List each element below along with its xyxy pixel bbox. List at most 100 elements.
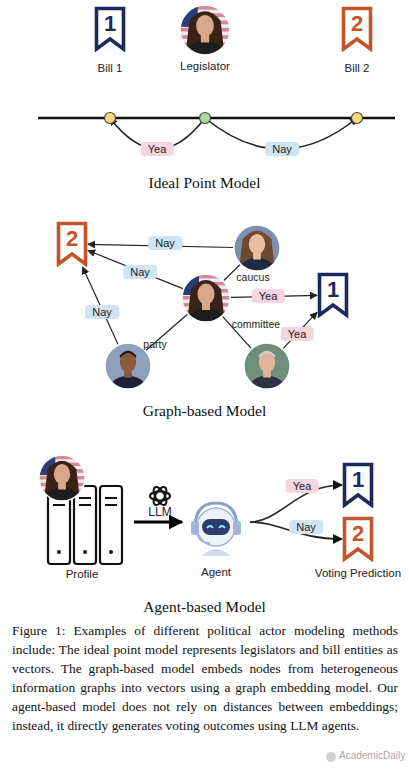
portrait-photo	[243, 342, 291, 390]
logo-ring	[151, 485, 169, 507]
shirt	[41, 488, 83, 506]
vote-pill: Nay	[265, 142, 299, 156]
server-led	[57, 550, 61, 554]
robot-earpad	[191, 521, 199, 535]
vote-pill: Nay	[289, 520, 323, 534]
vote-pill: Yea	[286, 479, 319, 493]
legislator-node: Legislator	[160, 2, 250, 118]
agent-node: Agent	[182, 492, 250, 582]
panel-title: Agent-based Model	[0, 598, 409, 616]
portrait-photo	[181, 273, 231, 323]
robot-eye	[207, 526, 213, 528]
node-caption: Profile	[66, 568, 99, 580]
bill-bookmark: 2Bill 2	[335, 6, 379, 118]
watermark: AcademicDaily	[339, 750, 405, 761]
portrait-rim	[39, 455, 85, 501]
vote-arrow	[88, 250, 183, 288]
robot-head	[197, 508, 235, 546]
panel-title: Graph-based Model	[0, 402, 409, 420]
portrait-group	[243, 342, 291, 394]
relation-label: committee	[232, 318, 280, 330]
portrait-rim	[234, 225, 280, 271]
bill-number: 1	[342, 466, 374, 494]
bill-point	[105, 113, 116, 124]
bill-bookmark: 1Bill 1	[88, 6, 132, 118]
portrait-group	[38, 454, 86, 506]
vote-pill: Nay	[85, 305, 119, 319]
vote-arrow	[83, 267, 118, 344]
shirt	[246, 376, 288, 394]
vote-pill: Nay	[148, 236, 182, 250]
bill-number: 1	[94, 10, 126, 38]
relation-label: caucus	[236, 271, 269, 283]
server-slot	[79, 497, 91, 499]
portrait-group	[179, 4, 231, 60]
server-slot	[53, 504, 65, 506]
profile-node: Profile	[30, 452, 134, 582]
face	[198, 284, 215, 305]
portrait-group	[181, 273, 231, 327]
logo-ring	[151, 485, 169, 507]
server-tower	[74, 486, 96, 564]
llm-label: LLM	[148, 505, 171, 519]
legislator-portrait	[243, 342, 291, 390]
bill-point	[352, 113, 363, 124]
flag-stripe	[38, 456, 86, 459]
node-caption: Bill 1	[98, 62, 123, 74]
panel-title: Ideal Point Model	[0, 174, 409, 192]
shirt	[107, 376, 149, 394]
watermark-dot	[326, 752, 336, 762]
server-tower	[100, 486, 122, 564]
hair	[186, 11, 223, 47]
hair	[120, 351, 136, 359]
bill-bookmark: 2	[342, 516, 374, 562]
bill-bookmark: 1	[317, 272, 349, 318]
vote-pill: Yea	[141, 142, 174, 156]
face	[249, 234, 265, 254]
robot-earpad	[233, 521, 241, 535]
watermark-icon	[326, 752, 336, 762]
portrait-rim	[180, 5, 230, 55]
ideal-axis-line	[38, 117, 395, 120]
robot-mic	[197, 534, 210, 543]
bill-number: 1	[317, 276, 349, 304]
vote-pill: Yea	[281, 327, 314, 341]
hair	[188, 280, 224, 315]
flag-stripe	[181, 275, 231, 279]
face	[196, 15, 214, 37]
portrait-photo	[38, 454, 86, 502]
bill-number: 2	[56, 225, 88, 253]
shirt	[184, 308, 228, 327]
legislator-portrait	[181, 273, 231, 323]
face	[54, 464, 70, 484]
server-led	[83, 550, 87, 554]
hair	[259, 351, 275, 359]
node-caption: Agent	[201, 566, 231, 578]
figure-caption: Figure 1: Examples of different politica…	[12, 621, 398, 735]
legislator-portrait	[233, 224, 281, 272]
portrait-rim	[182, 274, 230, 322]
shirt	[182, 40, 228, 60]
flag-stripe	[179, 6, 231, 10]
bill-bookmark: 1	[342, 462, 374, 508]
vote-pill: Nay	[123, 265, 157, 279]
robot-eye	[219, 526, 225, 528]
hair	[240, 231, 275, 265]
portrait-rim	[244, 343, 290, 389]
legislator-point	[200, 113, 211, 124]
server-slot	[105, 497, 117, 499]
vote-pill: Yea	[252, 289, 285, 303]
portrait-photo	[179, 4, 231, 56]
bill-number: 2	[342, 520, 374, 548]
bill-number: 2	[341, 10, 373, 38]
robot-visor	[202, 519, 230, 535]
server-slot	[105, 504, 117, 506]
node-caption: Bill 2	[345, 62, 370, 74]
portrait-photo	[233, 224, 281, 272]
node-caption: Legislator	[180, 60, 230, 72]
agent-robot	[186, 496, 246, 556]
vote-arrow	[134, 520, 182, 523]
